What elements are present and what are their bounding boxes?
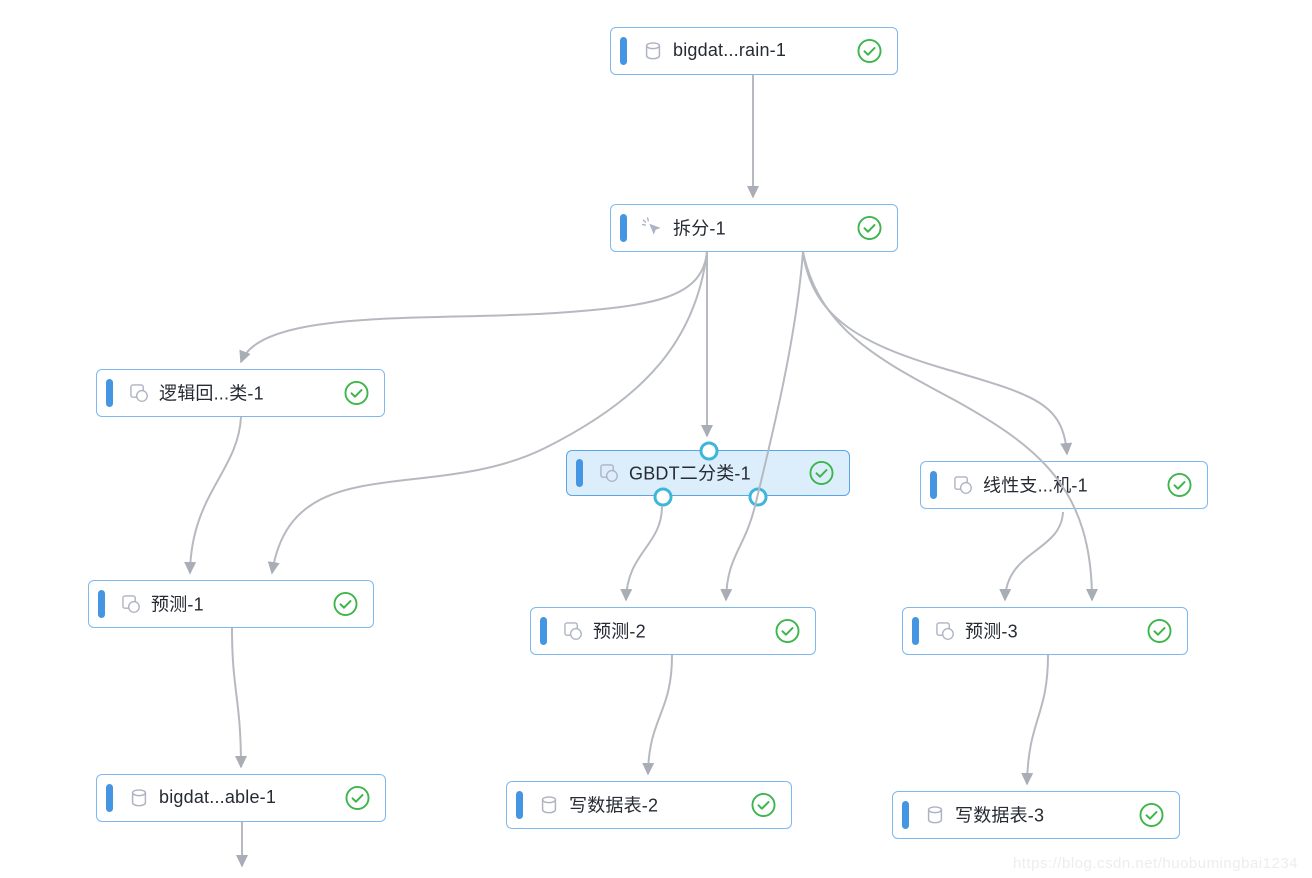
status-success-icon [809, 461, 834, 486]
node-label: bigdat...able-1 [159, 787, 277, 808]
node-read-table-train[interactable]: bigdat...rain-1 [610, 27, 898, 75]
edge-logistic-regression-1-to-predict-1 [184, 416, 242, 575]
edge-predict-1-to-write-table-1 [231, 627, 247, 769]
edge-linear-svm-1-to-predict-3 [999, 511, 1064, 602]
edge-split-1-to-predict-3 [802, 251, 1098, 602]
status-success-icon [1147, 619, 1172, 644]
database-icon [924, 804, 946, 826]
node-label: 逻辑回...类-1 [159, 383, 264, 404]
model-icon [128, 382, 150, 404]
status-success-icon [857, 216, 882, 241]
click-cursor-icon [642, 217, 664, 239]
node-accent-bar [98, 590, 105, 618]
connection-port[interactable] [653, 487, 673, 507]
status-success-icon [1167, 473, 1192, 498]
node-write-table-2[interactable]: 写数据表-2 [506, 781, 792, 829]
node-label: 预测-2 [593, 621, 646, 642]
status-success-icon [1139, 803, 1164, 828]
node-label: bigdat...rain-1 [673, 40, 787, 61]
model-icon [952, 474, 974, 496]
node-logistic-regression-1[interactable]: 逻辑回...类-1 [96, 369, 385, 417]
node-label: 预测-1 [151, 594, 204, 615]
status-success-icon [333, 592, 358, 617]
node-linear-svm-1[interactable]: 线性支...机-1 [920, 461, 1208, 509]
node-predict-2[interactable]: 预测-2 [530, 607, 816, 655]
node-label: 写数据表-3 [955, 805, 1045, 826]
edge-predict-2-to-write-table-2 [642, 654, 673, 776]
node-predict-3[interactable]: 预测-3 [902, 607, 1188, 655]
database-icon [642, 40, 664, 62]
status-success-icon [775, 619, 800, 644]
node-accent-bar [106, 379, 113, 407]
edge-predict-3-to-write-table-3 [1021, 654, 1049, 786]
database-icon [538, 794, 560, 816]
node-accent-bar [620, 37, 627, 65]
node-accent-bar [106, 784, 113, 812]
node-label: 预测-3 [965, 621, 1018, 642]
node-accent-bar [540, 617, 547, 645]
connection-port[interactable] [748, 487, 768, 507]
status-success-icon [857, 39, 882, 64]
model-icon [598, 462, 620, 484]
node-accent-bar [930, 471, 937, 499]
watermark: https://blog.csdn.net/huobumingbai1234 [1012, 855, 1298, 872]
edge-gbdt-binary-1-to-predict-2 [620, 505, 663, 602]
model-icon [934, 620, 956, 642]
status-success-icon [751, 793, 776, 818]
node-label: GBDT二分类-1 [629, 463, 751, 484]
node-accent-bar [902, 801, 909, 829]
edge-split-1-to-linear-svm-1 [802, 251, 1073, 456]
node-accent-bar [912, 617, 919, 645]
node-label: 写数据表-2 [569, 795, 659, 816]
node-accent-bar [620, 214, 627, 242]
connection-port[interactable] [699, 441, 719, 461]
node-label: 拆分-1 [673, 218, 726, 239]
node-split-1[interactable]: 拆分-1 [610, 204, 898, 252]
edge-split-1-to-predict-2 [720, 251, 804, 602]
node-label: 线性支...机-1 [983, 475, 1088, 496]
node-gbdt-binary-1[interactable]: GBDT二分类-1 [566, 441, 850, 507]
database-icon [128, 787, 150, 809]
status-success-icon [345, 786, 370, 811]
node-write-table-1[interactable]: bigdat...able-1 [96, 774, 386, 822]
node-accent-bar [516, 791, 523, 819]
node-accent-bar [576, 459, 583, 487]
node-write-table-3[interactable]: 写数据表-3 [892, 791, 1180, 839]
edge-split-1-to-logistic-regression-1 [239, 251, 708, 364]
model-icon [120, 593, 142, 615]
node-predict-1[interactable]: 预测-1 [88, 580, 374, 628]
status-success-icon [344, 381, 369, 406]
model-icon [562, 620, 584, 642]
